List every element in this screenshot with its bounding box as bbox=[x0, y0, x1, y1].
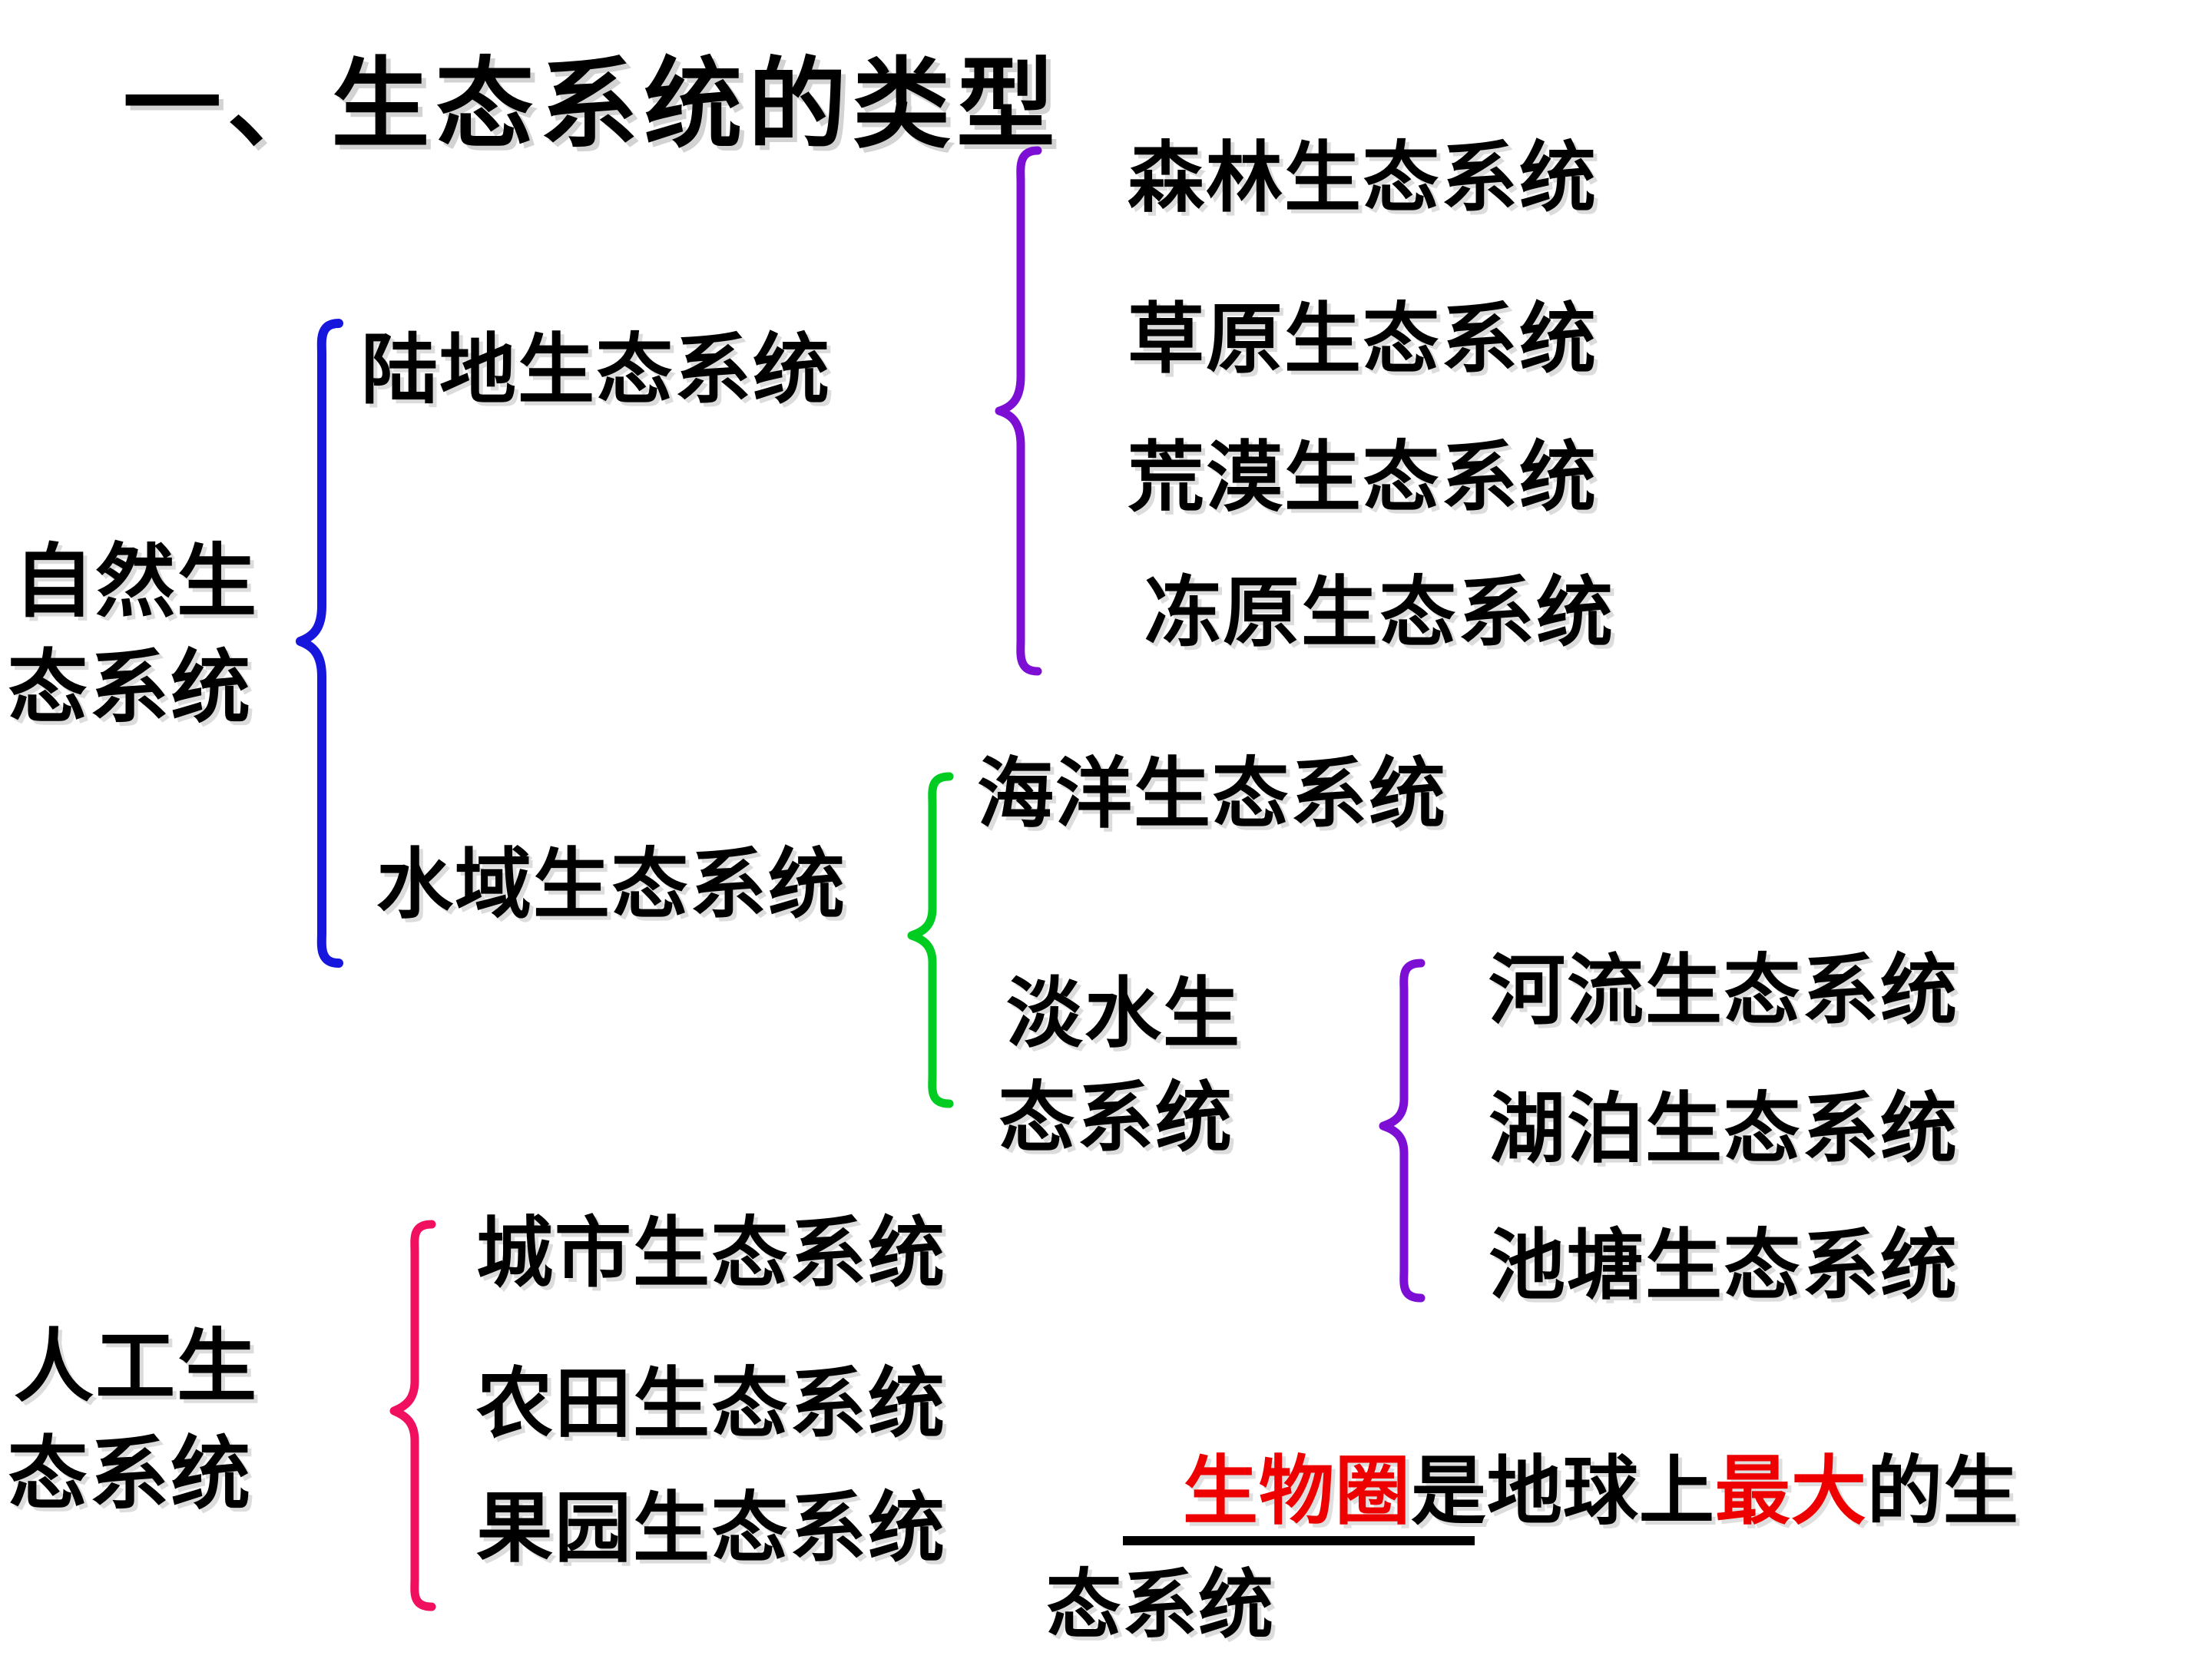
page-title: 一、生态系统的类型 bbox=[123, 50, 1061, 160]
node-artificial-ecosystem-line2: 态系统 bbox=[8, 1430, 253, 1519]
node-marine-ecosystem: 海洋生态系统 bbox=[977, 751, 1447, 837]
brace-freshwater bbox=[1379, 959, 1426, 1304]
conclusion-highlight: 最大 bbox=[1714, 1449, 1867, 1533]
conclusion-part1: 是地球上 bbox=[1410, 1449, 1715, 1533]
node-terrestrial-ecosystem: 陆地生态系统 bbox=[361, 327, 831, 413]
brace-terrestrial bbox=[995, 146, 1042, 676]
node-river-ecosystem: 河流生态系统 bbox=[1488, 948, 1959, 1034]
node-lake-ecosystem: 湖泊生态系统 bbox=[1488, 1086, 1959, 1172]
node-tundra-ecosystem: 冻原生态系统 bbox=[1144, 570, 1614, 656]
brace-natural bbox=[296, 319, 343, 968]
node-freshwater-ecosystem-line2: 态系统 bbox=[998, 1075, 1233, 1161]
answer-blank-underline bbox=[1123, 1536, 1475, 1545]
node-urban-ecosystem: 城市生态系统 bbox=[476, 1210, 946, 1296]
node-grassland-ecosystem: 草原生态系统 bbox=[1128, 296, 1598, 382]
brace-aquatic bbox=[907, 772, 954, 1110]
node-pond-ecosystem: 池塘生态系统 bbox=[1488, 1223, 1959, 1309]
node-natural-ecosystem-line2: 态系统 bbox=[8, 644, 253, 733]
node-desert-ecosystem: 荒漠生态系统 bbox=[1128, 435, 1598, 521]
conclusion-answer: 生物圈 bbox=[1183, 1449, 1411, 1533]
node-natural-ecosystem-line1: 自然生 bbox=[14, 538, 259, 627]
node-aquatic-ecosystem: 水域生态系统 bbox=[376, 842, 846, 928]
node-freshwater-ecosystem-line1: 淡水生 bbox=[1006, 971, 1241, 1057]
node-forest-ecosystem: 森林生态系统 bbox=[1128, 135, 1598, 221]
node-artificial-ecosystem-line1: 人工生 bbox=[14, 1323, 259, 1412]
conclusion-line2: 态系统 bbox=[1046, 1562, 1274, 1647]
conclusion-part2: 的生 bbox=[1866, 1449, 2019, 1533]
brace-artificial bbox=[389, 1220, 436, 1613]
node-farmland-ecosystem: 农田生态系统 bbox=[476, 1361, 946, 1447]
node-orchard-ecosystem: 果园生态系统 bbox=[476, 1485, 946, 1571]
conclusion-line1: 生物圈是地球上最大的生 bbox=[1183, 1430, 2019, 1539]
